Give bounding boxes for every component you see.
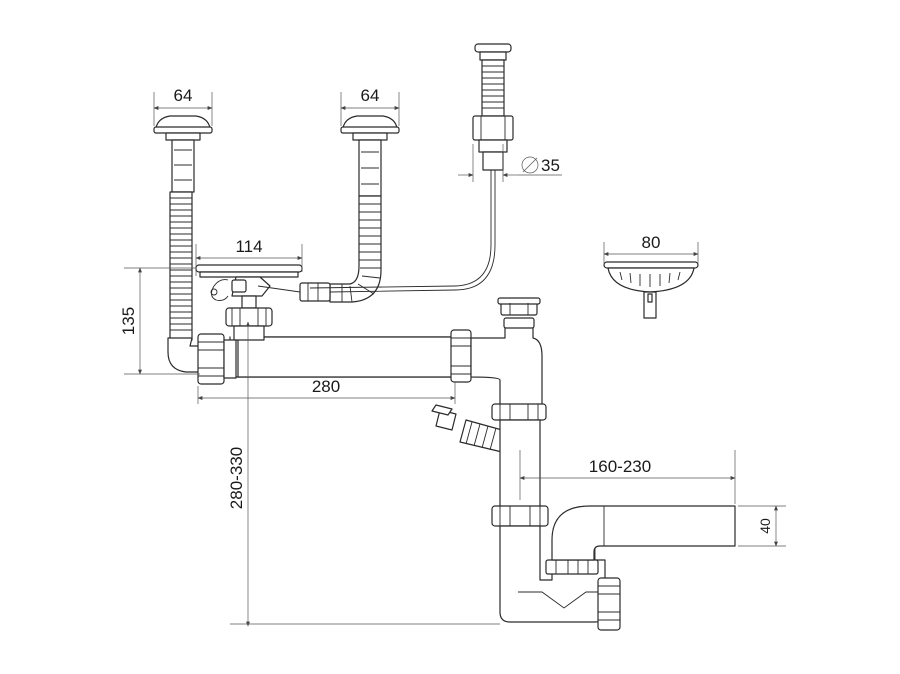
dim-label-outlet-diameter: 40: [757, 518, 773, 534]
dim-label-left-strainer: 64: [174, 86, 193, 105]
appliance-spigot: [431, 404, 503, 453]
trap-nut-upper: [491, 505, 549, 527]
overflow-assembly: [195, 264, 303, 309]
basket-strainer: [603, 261, 699, 319]
dim-label-overflow: 114: [235, 237, 262, 256]
right-corrugated-hose: [299, 195, 382, 303]
dim-label-popup-diameter: 35: [541, 156, 560, 175]
dim-label-pipe-length: 280: [312, 377, 340, 396]
popup-cable: [309, 170, 492, 289]
dim-label-pipe-height: 135: [119, 307, 138, 335]
dimension-lines: [124, 92, 786, 627]
popup-knob-assembly: [472, 43, 514, 171]
popup-cable-inner: [329, 170, 496, 293]
trap-side-nut: [597, 577, 621, 631]
outlet-elbow: [551, 505, 736, 561]
center-tee: [470, 297, 547, 421]
left-corrugated-hose: [167, 191, 203, 373]
trap-body: [499, 525, 606, 623]
diameter-symbol-icon: [521, 156, 539, 174]
dim-label-right-strainer: 64: [361, 86, 380, 105]
dim-label-outlet-reach: 160-230: [589, 457, 651, 476]
dim-label-trap-height: 280-330: [227, 447, 246, 509]
right-nut-horizontal: [450, 329, 472, 383]
right-strainer-assembly: [340, 115, 400, 197]
dim-label-basket: 80: [642, 233, 661, 252]
left-nut-vertical: [197, 333, 237, 385]
left-strainer-assembly: [153, 115, 213, 193]
